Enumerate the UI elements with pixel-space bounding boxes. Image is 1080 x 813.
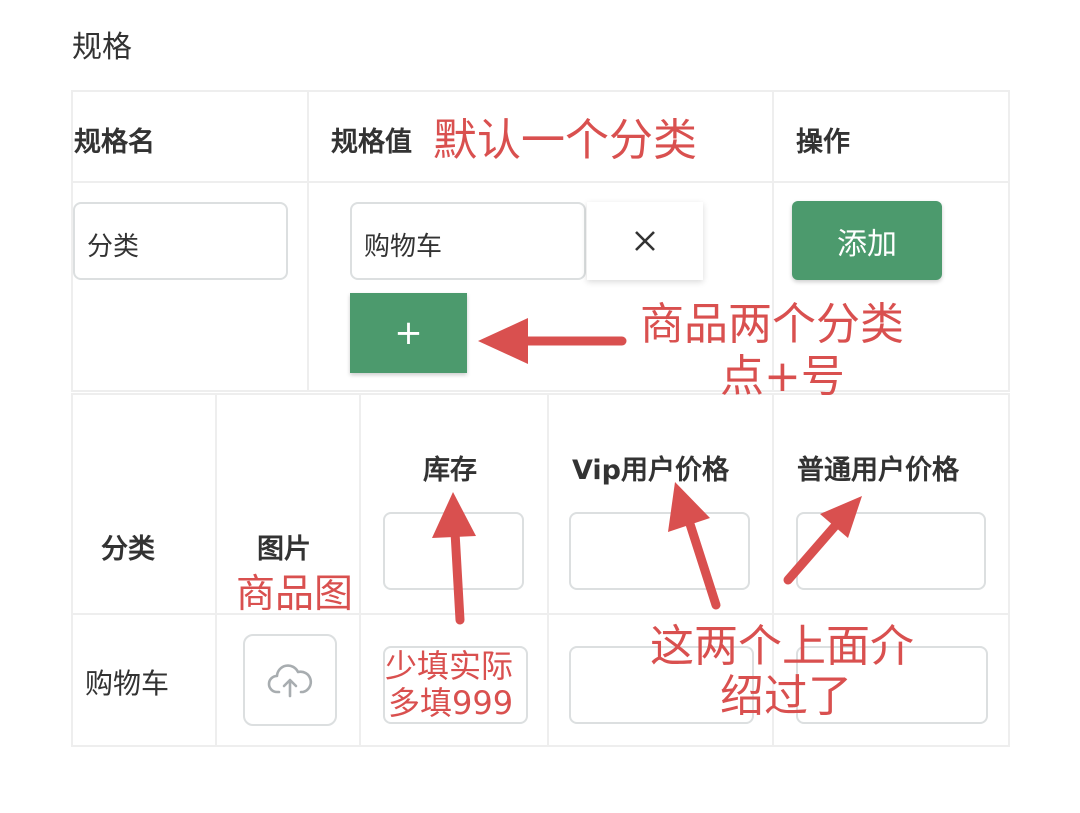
header-image: 图片 (257, 534, 311, 565)
annotation-stock-less: 少填实际 (385, 647, 514, 685)
annotation-intro-line2: 绍过了 (720, 671, 852, 722)
plus-label: + (394, 313, 423, 353)
annotation-intro-line1: 这两个上面介 (650, 621, 914, 672)
image-upload[interactable] (243, 634, 337, 726)
spec-table (71, 90, 1010, 392)
header-category: 分类 (101, 534, 155, 565)
sku-table (71, 393, 1010, 747)
remove-value-button[interactable] (587, 202, 703, 280)
annotation-two-categories: 商品两个分类 (640, 299, 904, 350)
header-vip-price: Vip用户价格 (572, 455, 730, 486)
spec-name-input[interactable]: 分类 (73, 202, 288, 280)
sku-table-divider (772, 393, 774, 747)
spec-table-divider (307, 90, 309, 392)
sku-table-divider (359, 393, 361, 747)
spec-table-divider (71, 181, 1010, 183)
sku-table-divider (215, 393, 217, 747)
cloud-upload-icon (267, 664, 313, 698)
add-spec-button[interactable]: 添加 (792, 201, 942, 280)
annotation-default-one: 默认一个分类 (433, 115, 697, 166)
spec-table-divider (772, 90, 774, 392)
batch-vip-price-input[interactable] (569, 512, 750, 590)
sku-vip-price-input[interactable] (569, 646, 754, 724)
spec-name-value: 分类 (87, 232, 140, 262)
spec-value-input[interactable]: 购物车 (350, 202, 586, 280)
annotation-product-image: 商品图 (236, 572, 354, 617)
batch-normal-price-input[interactable] (796, 512, 986, 590)
sku-table-divider (71, 613, 1010, 615)
close-icon (635, 231, 655, 251)
annotation-stock-more: 多填999 (388, 684, 514, 722)
annotation-click-plus: 点+号 (720, 351, 845, 402)
sku-category-value: 购物车 (85, 667, 170, 700)
header-normal-price: 普通用户价格 (797, 455, 959, 486)
section-title: 规格 (72, 30, 132, 65)
header-spec-name: 规格名 (74, 127, 155, 158)
add-value-button[interactable]: + (350, 293, 467, 373)
batch-stock-input[interactable] (383, 512, 524, 590)
header-spec-value: 规格值 (331, 127, 412, 158)
sku-stock-input[interactable] (383, 646, 528, 724)
header-action: 操作 (796, 127, 850, 158)
header-stock: 库存 (423, 455, 477, 486)
sku-normal-price-input[interactable] (796, 646, 988, 724)
spec-value-value: 购物车 (364, 232, 443, 262)
sku-table-divider (547, 393, 549, 747)
